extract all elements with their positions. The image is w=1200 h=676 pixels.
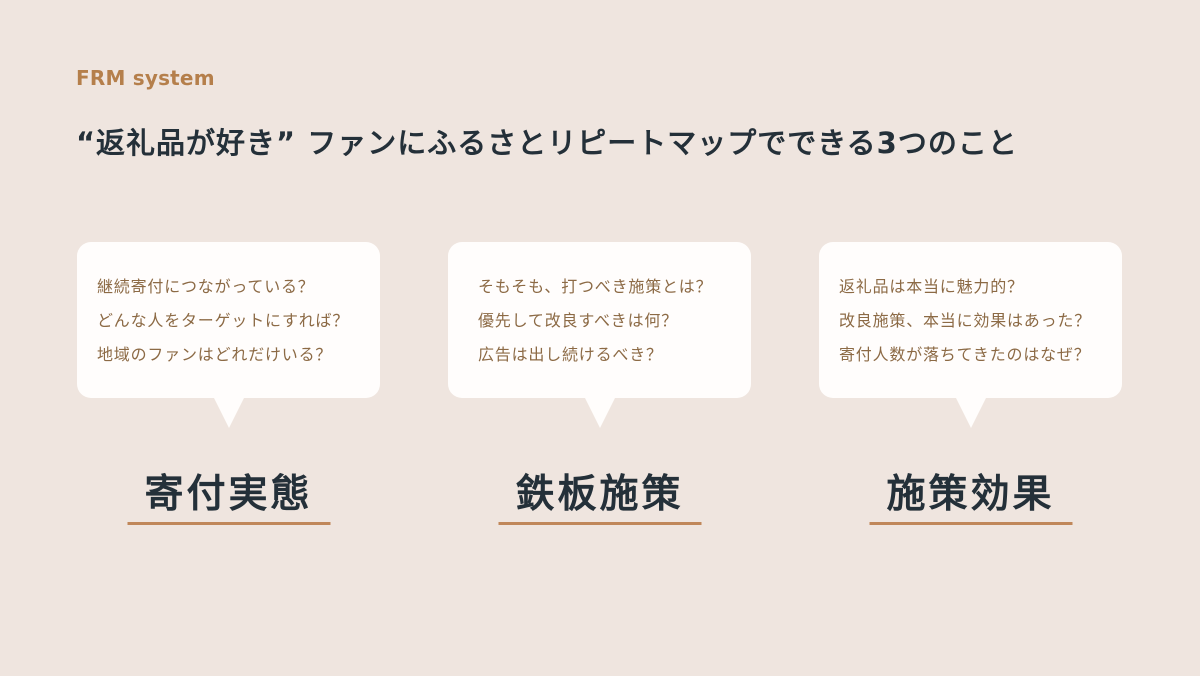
section-heading: 鉄板施策 (515, 472, 684, 517)
column-donation-status: 継続寄付につながっている？ どんな人をターゲットにすれば？ 地域のファンはどれだ… (77, 242, 380, 525)
heading-underline (127, 522, 330, 525)
question-text: 優先して改良すべきは何？ (478, 311, 679, 330)
speech-bubble: そもそも、打つべき施策とは？ 優先して改良すべきは何？ 広告は出し続けるべき？ (448, 242, 751, 398)
question-text: どんな人をターゲットにすれば？ (97, 311, 350, 330)
section-heading: 寄付実態 (144, 472, 313, 517)
section-heading-block: 寄付実態 (127, 470, 330, 525)
brand-label: FRM system (76, 66, 215, 90)
speech-bubble: 返礼品は本当に魅力的？ 改良施策、本当に効果はあった？ 寄付人数が落ちてきたのは… (819, 242, 1122, 398)
page-title: “返礼品が好き” ファンにふるさとリピートマップでできる3つのこと (76, 126, 1018, 160)
section-heading-block: 鉄板施策 (498, 470, 701, 525)
question-text: 地域のファンはどれだけいる？ (97, 345, 333, 364)
question-text: 寄付人数が落ちてきたのはなぜ？ (839, 345, 1091, 364)
question-text: そもそも、打つべき施策とは？ (478, 277, 713, 296)
question-text: 改良施策、本当に効果はあった？ (839, 311, 1092, 330)
column-key-measures: そもそも、打つべき施策とは？ 優先して改良すべきは何？ 広告は出し続けるべき？ … (448, 242, 751, 525)
section-heading: 施策効果 (886, 472, 1055, 517)
speech-bubble: 継続寄付につながっている？ どんな人をターゲットにすれば？ 地域のファンはどれだ… (77, 242, 380, 398)
column-measure-effects: 返礼品は本当に魅力的？ 改良施策、本当に効果はあった？ 寄付人数が落ちてきたのは… (819, 242, 1122, 525)
question-text: 継続寄付につながっている？ (97, 277, 315, 296)
section-heading-block: 施策効果 (869, 470, 1072, 525)
question-text: 返礼品は本当に魅力的？ (839, 277, 1024, 296)
heading-underline (498, 522, 701, 525)
question-text: 広告は出し続けるべき？ (478, 345, 663, 364)
heading-underline (869, 522, 1072, 525)
